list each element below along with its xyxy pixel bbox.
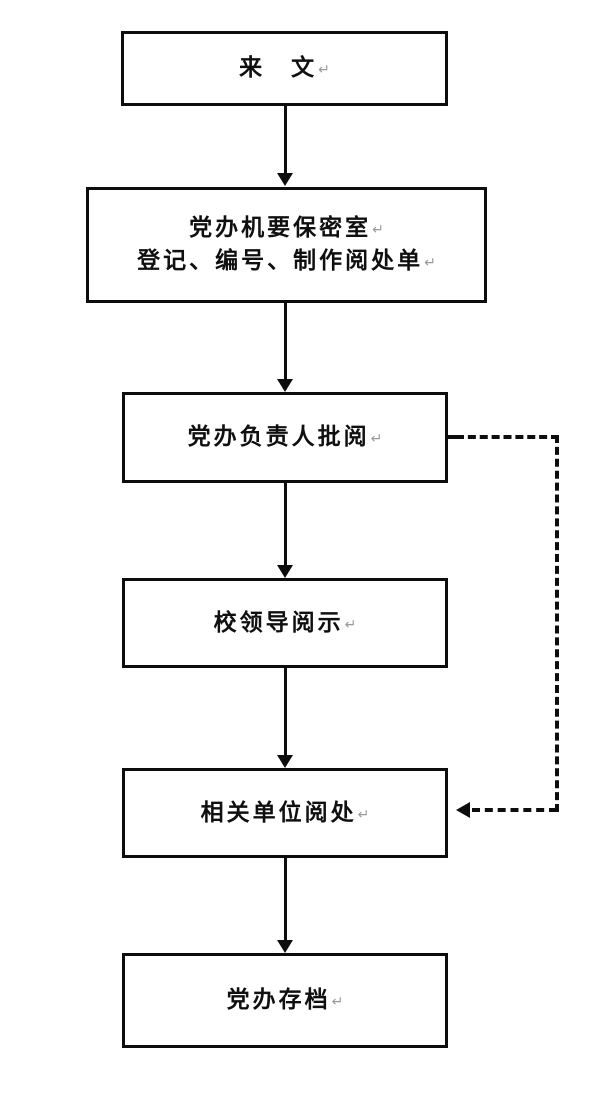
connector-arrow-3-to-4-head <box>277 565 293 578</box>
connector-arrow-3-to-4-shaft <box>284 483 287 566</box>
paragraph-mark-icon: ↵ <box>424 255 436 271</box>
connector-arrow-2-to-3-head <box>277 379 293 392</box>
paragraph-mark-icon: ↵ <box>344 616 357 633</box>
node-party-office-leader-review[interactable]: 党办负责人批阅↵ <box>122 392 448 483</box>
node-label-line: 来 文↵ <box>239 54 330 82</box>
connector-arrow-5-to-6-shaft <box>284 858 287 941</box>
node-label-line: 党办机要保密室↵ <box>189 214 384 242</box>
paragraph-mark-icon: ↵ <box>318 62 330 79</box>
connector-arrow-1-to-2-head <box>277 173 293 186</box>
node-related-units-handling[interactable]: 相关单位阅处↵ <box>122 768 448 858</box>
feedback-loop-bottom-segment <box>472 808 557 812</box>
node-school-leader-instruction[interactable]: 校领导阅示↵ <box>122 578 448 668</box>
paragraph-mark-icon: ↵ <box>357 806 370 823</box>
node-label-line: 党办存档↵ <box>226 986 344 1014</box>
connector-arrow-4-to-5-shaft <box>284 668 287 756</box>
paragraph-mark-icon: ↵ <box>372 222 384 239</box>
connector-arrow-1-to-2-shaft <box>284 106 287 174</box>
feedback-loop-stub-start <box>448 435 458 439</box>
node-label-line: 党办负责人批阅↵ <box>187 423 383 451</box>
node-label-line: 相关单位阅处↵ <box>200 798 370 826</box>
node-label-line: 校领导阅示↵ <box>213 608 357 636</box>
node-party-office-confidential-room[interactable]: 党办机要保密室↵ 登记、编号、制作阅处单↵ <box>86 187 487 303</box>
connector-arrow-5-to-6-head <box>277 940 293 953</box>
node-incoming-document[interactable]: 来 文↵ <box>121 31 448 106</box>
paragraph-mark-icon: ↵ <box>370 431 383 448</box>
feedback-loop-right-segment <box>555 435 559 812</box>
node-label-line: 登记、编号、制作阅处单↵ <box>137 247 436 274</box>
feedback-loop-top-segment <box>456 435 559 439</box>
connector-arrow-4-to-5-head <box>277 755 293 768</box>
node-party-office-archive[interactable]: 党办存档↵ <box>122 953 448 1048</box>
paragraph-mark-icon: ↵ <box>331 994 344 1011</box>
feedback-loop-arrow-head <box>456 802 470 818</box>
connector-arrow-2-to-3-shaft <box>284 303 287 380</box>
